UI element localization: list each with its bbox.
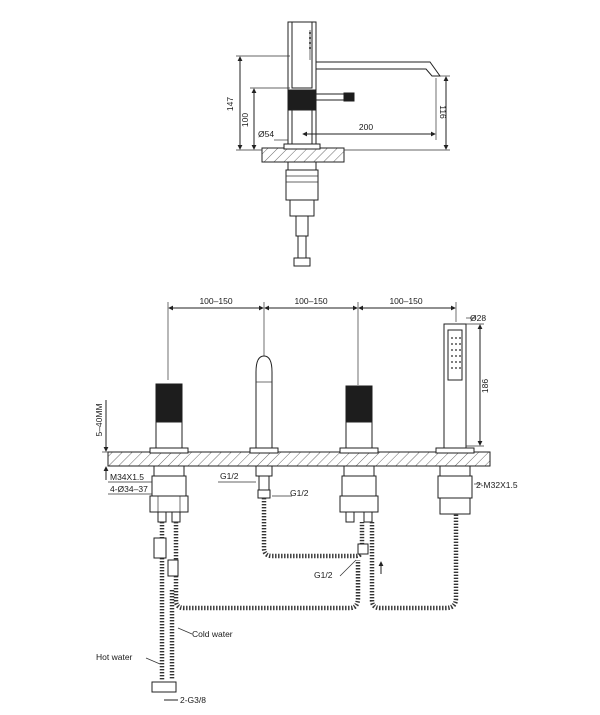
deck-thickness: 5–40MM: [94, 403, 104, 436]
dim-100: 100: [240, 113, 250, 127]
bottom-dimensions: 5–40MM M34X1.5 4-Ø34–37 G1/2 G1/2 G1/2 Ø…: [94, 313, 518, 705]
top-spout: [315, 61, 441, 77]
right-valve: [339, 385, 379, 523]
cold-water-label: Cold water: [192, 629, 233, 639]
spacing-2: 100–150: [294, 296, 327, 306]
top-view: 147 100 116 200 Ø54: [225, 21, 450, 267]
dim-d54: Ø54: [258, 129, 274, 139]
dim-147: 147: [225, 97, 235, 111]
center-spout: [249, 355, 279, 499]
shower-thread: 2-M32X1.5: [476, 480, 518, 490]
spacing-3: 100–150: [389, 296, 422, 306]
hot-water-label: Hot water: [96, 652, 133, 662]
thread-body: M34X1.5: [110, 472, 144, 482]
dim-200: 200: [359, 122, 373, 132]
hole-diameter: 4-Ø34–37: [110, 484, 148, 494]
left-valve: [149, 383, 189, 523]
dim-116: 116: [438, 105, 448, 119]
supply-thread: 2-G3/8: [180, 695, 206, 705]
hose-thread: G1/2: [314, 570, 333, 580]
top-handle: [287, 89, 317, 111]
top-deck: [261, 147, 345, 163]
bottom-deck: [107, 451, 491, 467]
hoses: [151, 498, 459, 693]
spout-thread-right: G1/2: [290, 488, 309, 498]
top-cap: [291, 21, 313, 89]
bottom-view: 100–150 100–150 100–150: [94, 296, 518, 705]
hand-shower-diameter: Ø28: [470, 313, 486, 323]
top-dimensions: 147 100 116 200 Ø54: [225, 55, 450, 151]
spacing-1: 100–150: [199, 296, 232, 306]
spacing-dimensions: 100–150 100–150 100–150: [167, 296, 457, 385]
spout-thread-left: G1/2: [220, 471, 239, 481]
hand-shower: [435, 323, 475, 515]
hand-shower-length: 186: [480, 379, 490, 393]
